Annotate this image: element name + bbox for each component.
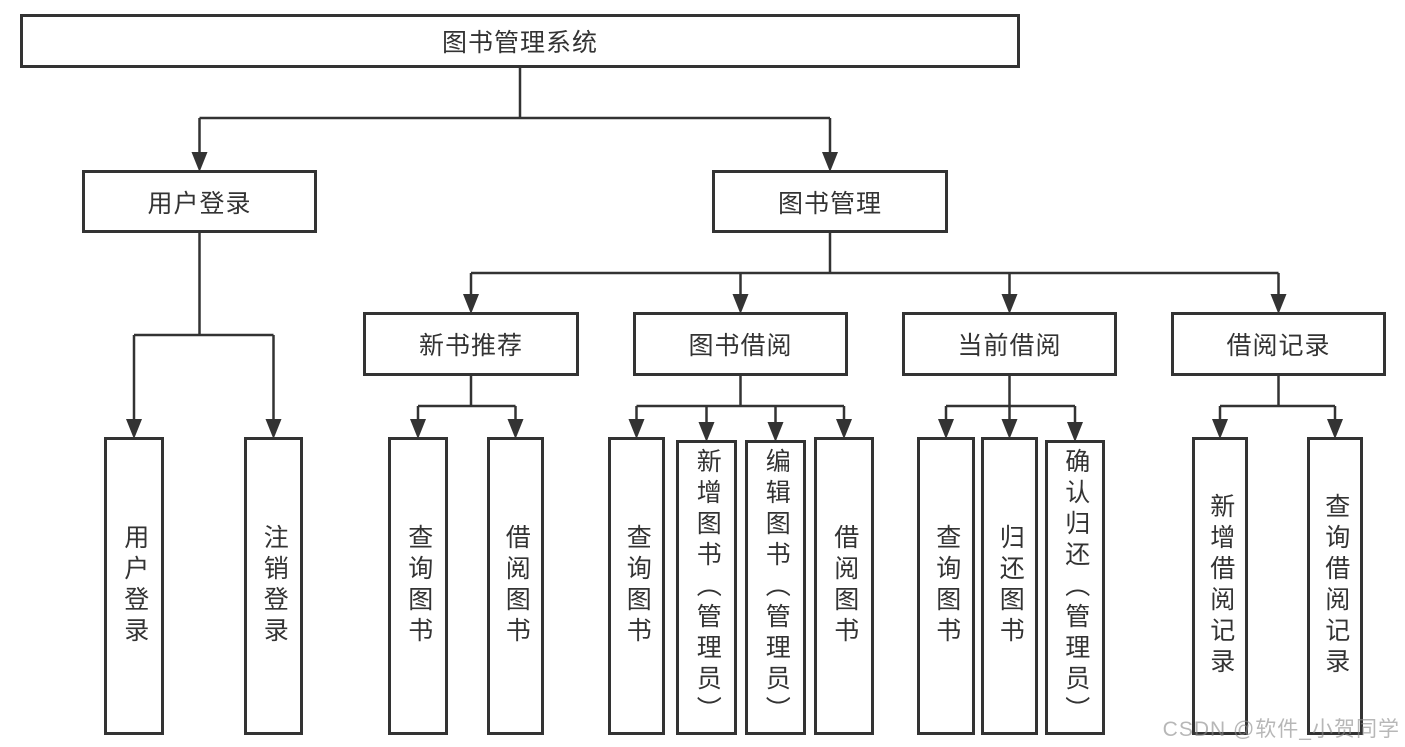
arrow-down-icon [628, 419, 645, 439]
node-label: 当前借阅 [957, 332, 1062, 360]
arrow-down-icon [732, 294, 749, 314]
arrow-down-icon [463, 294, 479, 314]
node-label: 新书推荐 [418, 332, 523, 360]
node-leaf-confirm-return: 确认归还（管理员） [1045, 440, 1105, 735]
arrow-down-icon [938, 419, 954, 439]
node-label: 查询借阅记录 [1321, 493, 1350, 679]
arrow-down-icon [1212, 419, 1228, 439]
node-label: 图书管理 [777, 189, 882, 218]
node-label: 新增借阅记录 [1206, 493, 1235, 679]
node-leaf-user-login: 用户登录 [104, 437, 164, 735]
node-leaf-logout: 注销登录 [244, 437, 303, 735]
arrow-down-icon [767, 422, 784, 442]
arrow-down-icon [1001, 294, 1018, 314]
arrow-down-icon [265, 419, 282, 439]
node-leaf-borrow-books-1: 借阅图书 [487, 437, 544, 735]
node-leaf-edit-books: 编辑图书（管理员） [745, 440, 806, 735]
node-label: 图书管理系统 [441, 29, 598, 57]
arrow-down-icon [822, 152, 838, 172]
node-label: 确认归还（管理员） [1061, 448, 1090, 727]
arrow-down-icon [507, 419, 524, 439]
node-book-mgmt: 图书管理 [712, 170, 948, 233]
node-label: 查询图书 [404, 524, 433, 648]
arrow-down-icon [126, 419, 142, 439]
node-leaf-query-books-3: 查询图书 [917, 437, 975, 735]
node-current-borrow: 当前借阅 [902, 312, 1117, 376]
node-book-borrow: 图书借阅 [633, 312, 848, 376]
watermark: CSDN @软件_小贺同学 [1162, 718, 1400, 741]
node-label: 新增图书（管理员） [693, 448, 722, 727]
arrow-down-icon [1327, 419, 1343, 439]
node-label: 编辑图书（管理员） [762, 448, 791, 727]
arrow-down-icon [836, 419, 852, 439]
node-label: 用户登录 [147, 189, 252, 218]
arrow-down-icon [1001, 419, 1018, 439]
node-leaf-return-books: 归还图书 [981, 437, 1038, 735]
node-label: 查询图书 [932, 524, 961, 648]
node-label: 借阅图书 [502, 524, 531, 648]
node-label: 查询图书 [623, 524, 652, 648]
arrow-down-icon [1270, 294, 1287, 314]
node-leaf-query-borrow-record: 查询借阅记录 [1307, 437, 1363, 735]
node-borrow-records: 借阅记录 [1171, 312, 1386, 376]
node-leaf-query-books-2: 查询图书 [608, 437, 665, 735]
node-label: 图书借阅 [688, 332, 793, 360]
node-label: 借阅记录 [1226, 332, 1331, 360]
arrow-down-icon [698, 422, 715, 442]
node-label: 借阅图书 [830, 524, 859, 648]
node-leaf-add-borrow-record: 新增借阅记录 [1192, 437, 1248, 735]
node-root: 图书管理系统 [20, 14, 1020, 68]
node-label: 注销登录 [260, 524, 289, 648]
node-user-login: 用户登录 [82, 170, 317, 233]
arrow-down-icon [410, 419, 426, 439]
arrow-down-icon [191, 152, 208, 172]
node-label: 归还图书 [996, 524, 1025, 648]
node-leaf-add-books: 新增图书（管理员） [676, 440, 737, 735]
node-new-book-rec: 新书推荐 [363, 312, 579, 376]
node-label: 用户登录 [120, 524, 149, 648]
arrow-down-icon [1067, 422, 1083, 442]
node-leaf-query-books-1: 查询图书 [388, 437, 448, 735]
node-leaf-borrow-books-2: 借阅图书 [814, 437, 874, 735]
